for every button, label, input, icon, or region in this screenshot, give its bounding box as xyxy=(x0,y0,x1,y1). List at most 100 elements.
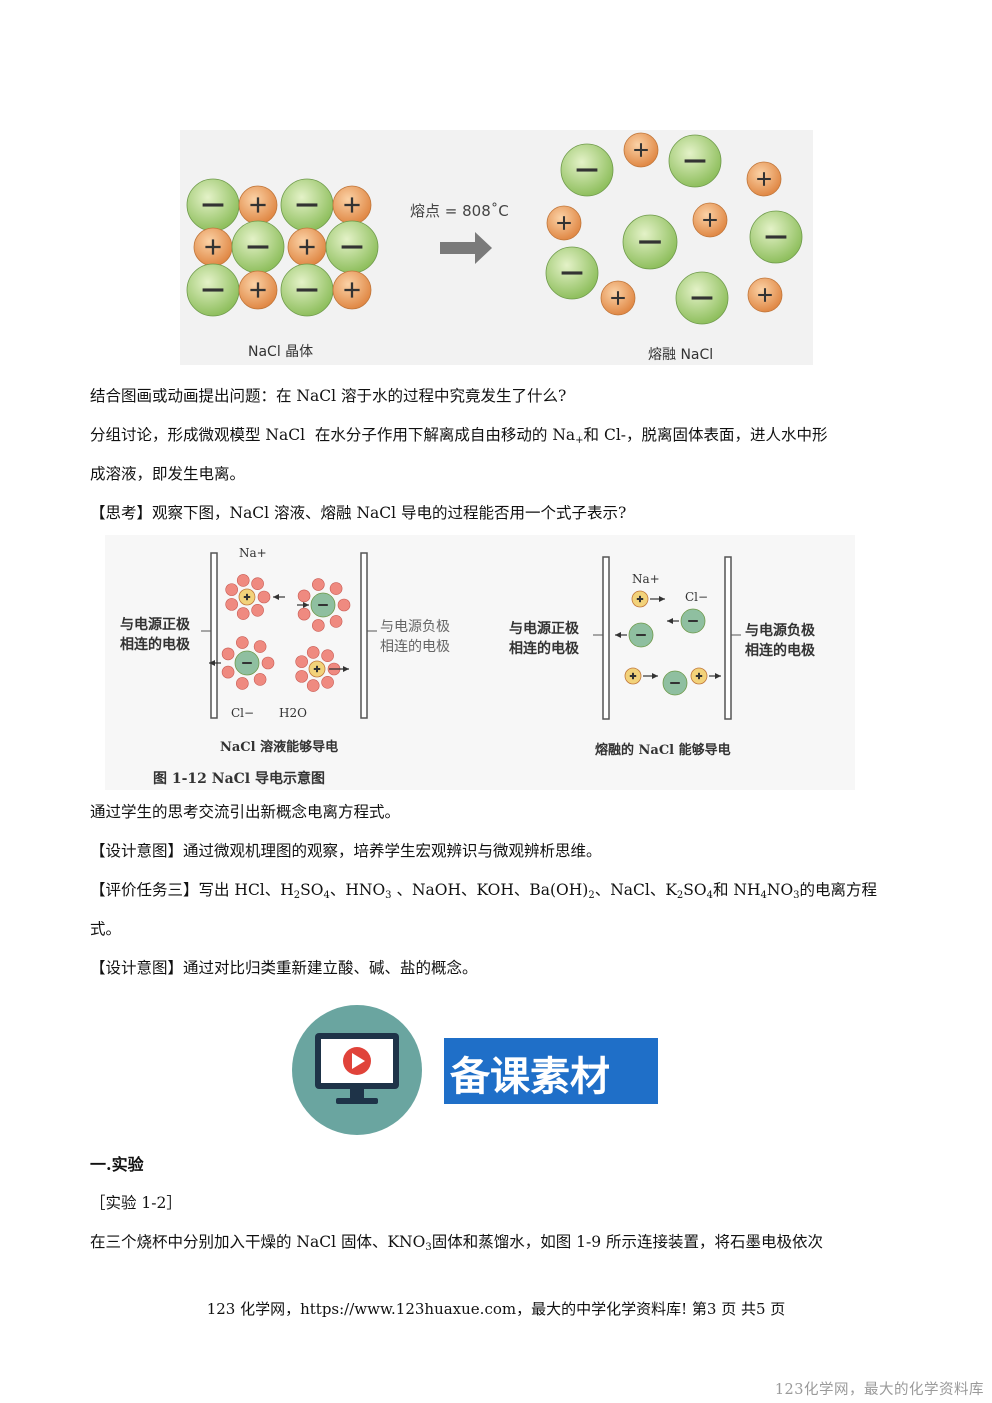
sodium-ion xyxy=(332,185,372,225)
left-anode-label-2: 相连的电极 xyxy=(120,636,191,653)
site-watermark: 123化学网，最大的化学资料库 xyxy=(774,1382,984,1398)
sodium-ion xyxy=(746,161,782,197)
chloride-ion xyxy=(662,670,688,696)
water-molecule xyxy=(251,577,264,591)
molten-conduction-ions xyxy=(615,590,721,696)
water-molecule xyxy=(253,673,267,686)
water-molecule xyxy=(257,590,271,604)
left-cathode-label-1: 与电源负极 xyxy=(380,619,450,635)
molten-ions xyxy=(545,132,803,325)
ion-direction-arrow-head xyxy=(659,596,665,602)
conduction-figure: 与电源正极 相连的电极 与电源负极 相连的电极 Na+ Cl− H2O NaCl… xyxy=(105,535,855,790)
water-molecule xyxy=(337,598,351,612)
crystal-label: NaCl 晶体 xyxy=(248,344,313,360)
figure-caption: 图 1-12 NaCl 导电示意图 xyxy=(153,770,325,787)
molten-label: 熔融 NaCl xyxy=(648,347,713,363)
water-molecule xyxy=(329,582,343,595)
sodium-ion xyxy=(624,667,642,685)
chloride-ion xyxy=(749,210,803,264)
water-molecule xyxy=(329,615,343,628)
ion-direction-arrow-head xyxy=(303,602,309,608)
nacl-melting-diagram: 熔点 = 808˚C NaCl 晶体 熔融 NaCl xyxy=(186,132,803,363)
nacl-melting-figure: 熔点 = 808˚C NaCl 晶体 熔融 NaCl xyxy=(180,130,813,365)
ion-direction-arrow-head xyxy=(652,673,658,679)
left-cathode-label-2: 相连的电极 xyxy=(380,639,450,655)
water-molecule xyxy=(225,583,238,596)
banner-bar xyxy=(444,1038,658,1104)
chloride-ion xyxy=(231,220,285,274)
right-anode-plate xyxy=(602,556,610,720)
sodium-ion xyxy=(747,277,783,313)
paragraph-discussion: 分组讨论，形成微观模型 NaCl 在水分子作用下解离成自由移动的 Na+和 Cl… xyxy=(90,426,828,446)
sodium-ion xyxy=(623,132,659,168)
paragraph-experiment: 在三个烧杯中分别加入干燥的 NaCl 固体、KNO3固体和蒸馏水，如图 1-9 … xyxy=(90,1233,824,1253)
sodium-ion xyxy=(238,185,278,225)
h2o-label: H2O xyxy=(279,706,307,720)
chloride-ion xyxy=(325,220,379,274)
sodium-ion xyxy=(690,667,708,685)
left-caption: NaCl 溶液能够导电 xyxy=(220,739,338,755)
hydrated-sodium-ion xyxy=(308,660,326,678)
solution-ions xyxy=(209,574,351,692)
sodium-ion xyxy=(546,205,582,241)
water-molecule xyxy=(236,574,250,587)
chloride-ion xyxy=(186,178,240,232)
water-molecule xyxy=(221,647,235,661)
chloride-ion xyxy=(680,608,706,634)
na-label-left: Na+ xyxy=(239,546,267,560)
chloride-ion xyxy=(280,178,334,232)
water-molecule xyxy=(312,619,325,632)
experiment-label: ［实验 1-2］ xyxy=(90,1194,182,1212)
arrow-icon xyxy=(440,232,492,264)
right-cathode-label-1: 与电源负极 xyxy=(745,622,816,639)
melting-point-label: 熔点 = 808˚C xyxy=(410,202,509,220)
conduction-diagram: 与电源正极 相连的电极 与电源负极 相连的电极 Na+ Cl− H2O NaCl… xyxy=(120,546,816,787)
hydrated-chloride-ion xyxy=(234,650,260,676)
crystal-lattice xyxy=(186,178,379,317)
na-label-right: Na+ xyxy=(632,572,660,586)
sodium-ion xyxy=(287,227,327,267)
video-monitor-icon xyxy=(315,1033,399,1104)
sodium-ion xyxy=(332,270,372,310)
sodium-ion xyxy=(631,590,649,608)
paragraph-concept: 通过学生的思考交流引出新概念电离方程式。 xyxy=(90,803,401,821)
left-cathode-plate xyxy=(360,552,368,719)
water-molecule xyxy=(261,656,275,670)
hydrated-sodium-ion xyxy=(238,588,256,606)
cl-label-right: Cl− xyxy=(685,590,708,604)
water-molecule xyxy=(225,598,238,611)
ion-direction-arrow-head xyxy=(715,673,721,679)
section-heading: 一.实验 xyxy=(90,1155,144,1174)
cl-label-left: Cl− xyxy=(231,706,254,720)
chloride-ion xyxy=(186,263,240,317)
chloride-ion xyxy=(622,214,678,270)
water-molecule xyxy=(306,679,320,692)
water-molecule xyxy=(251,603,264,617)
sodium-ion xyxy=(692,202,728,238)
page-footer: 123 化学网，https://www.123huaxue.com，最大的中学化… xyxy=(206,1300,786,1318)
water-molecule xyxy=(236,636,249,649)
water-molecule xyxy=(297,607,311,621)
left-anode-label-1: 与电源正极 xyxy=(120,616,191,633)
paragraph-think: 【思考】观察下图，NaCl 溶液、熔融 NaCl 导电的过程能否用一个式子表示? xyxy=(90,504,627,522)
ion-direction-arrow-head xyxy=(209,660,215,666)
paragraph-task-3: 【评价任务三】写出 HCl、H2SO4、HNO3 、NaOH、KOH、Ba(OH… xyxy=(90,881,878,901)
chloride-ion xyxy=(560,143,614,197)
hydrated-chloride-ion xyxy=(310,592,336,618)
sodium-ion xyxy=(193,227,233,267)
banner-text: 备课素材 xyxy=(450,1054,610,1100)
right-anode-label-1: 与电源正极 xyxy=(509,620,580,637)
water-molecule xyxy=(306,646,320,659)
paragraph-task-3-cont: 式。 xyxy=(90,920,122,938)
water-molecule xyxy=(321,649,334,663)
chloride-ion xyxy=(668,134,722,188)
right-caption: 熔融的 NaCl 能够导电 xyxy=(595,742,731,758)
ion-direction-arrow-head xyxy=(343,666,349,672)
chloride-ion xyxy=(675,271,729,325)
water-molecule xyxy=(312,578,325,591)
paragraph-design-2: 【设计意图】通过对比归类重新建立酸、碱、盐的概念。 xyxy=(90,959,478,977)
water-molecule xyxy=(321,675,334,689)
sodium-ion xyxy=(600,280,636,316)
ion-direction-arrow-head xyxy=(273,594,279,600)
water-molecule xyxy=(295,670,308,683)
